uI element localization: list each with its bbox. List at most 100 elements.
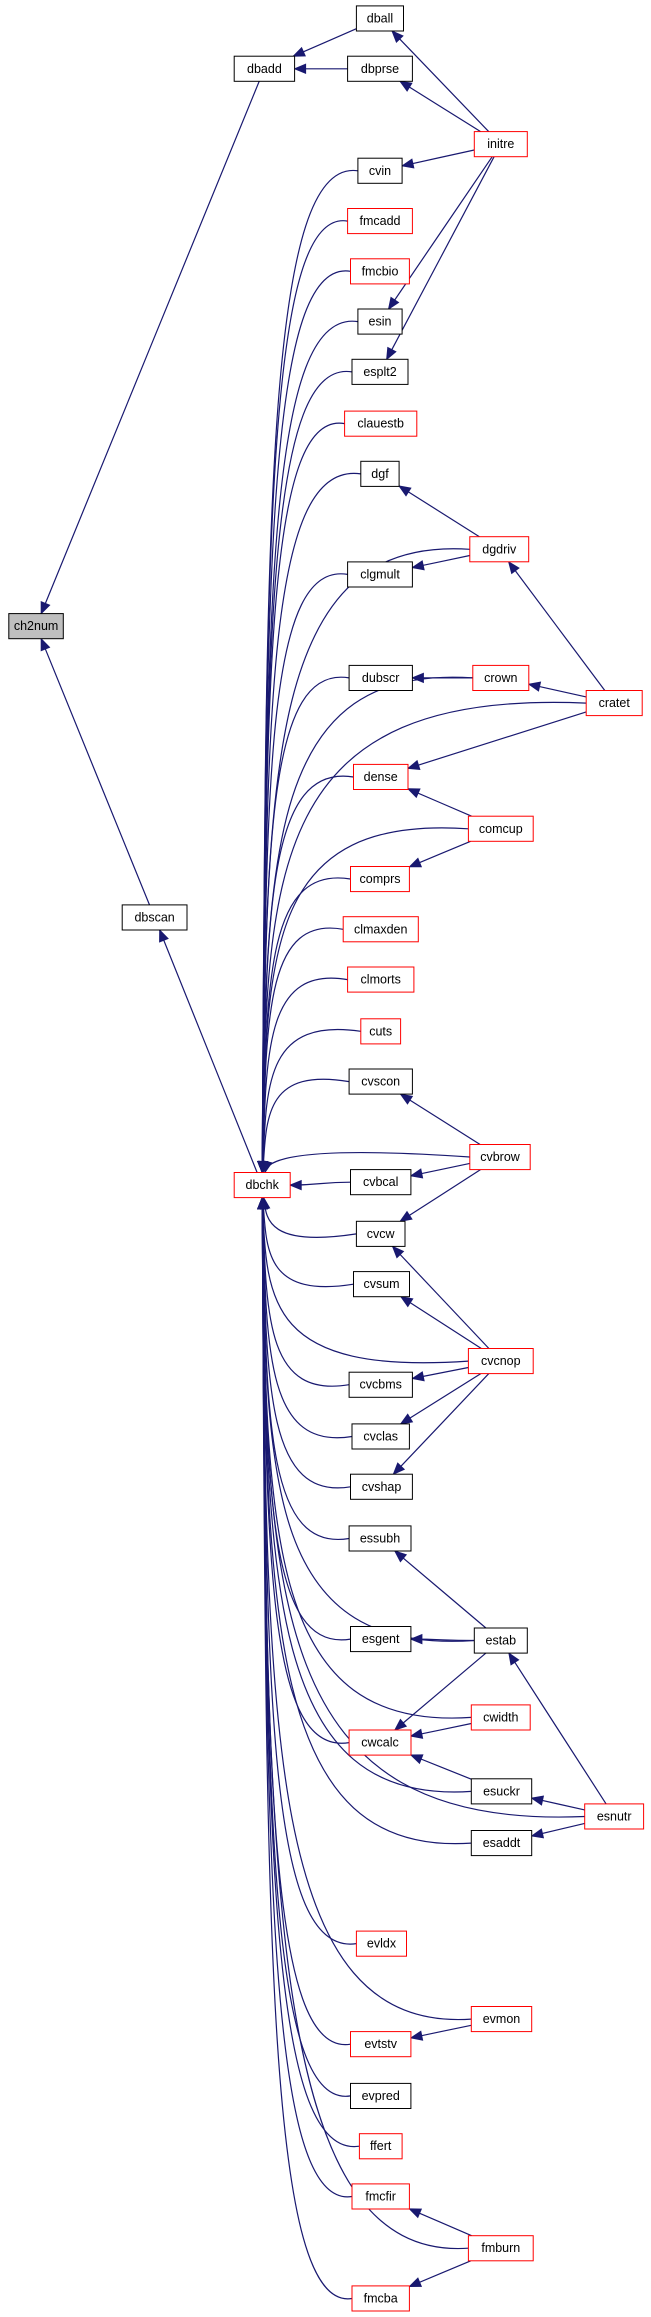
node-dubscr[interactable]: dubscr [348, 664, 413, 692]
node-cvcw[interactable]: cvcw [355, 1220, 406, 1247]
node-dgdriv[interactable]: dgdriv [469, 536, 530, 563]
edge-layer [40, 28, 607, 2300]
node-evpred[interactable]: evpred [350, 2082, 412, 2109]
edge-dense-to-dbchk [261, 775, 354, 1173]
node-cvshap[interactable]: cvshap [350, 1473, 413, 1500]
node-clauestb[interactable]: clauestb [344, 410, 418, 437]
node-crown[interactable]: crown [472, 664, 530, 692]
node-label-fmcadd: fmcadd [360, 214, 401, 228]
node-essubh[interactable]: essubh [348, 1525, 412, 1552]
node-label-comcup: comcup [479, 822, 523, 836]
node-box-dball [355, 5, 404, 32]
node-box-esgent [350, 1626, 412, 1653]
node-cvcbms[interactable]: cvcbms [348, 1371, 413, 1398]
node-cratet[interactable]: cratet [585, 690, 643, 717]
node-dbadd[interactable]: dbadd [233, 55, 296, 82]
node-clmaxden[interactable]: clmaxden [342, 916, 419, 943]
edge-cvclas-to-dbchk [261, 1197, 353, 1439]
node-label-cvbcal: cvbcal [363, 1175, 398, 1189]
node-box-dbprse [347, 55, 413, 82]
node-fmcadd[interactable]: fmcadd [347, 208, 413, 235]
node-comprs[interactable]: comprs [350, 866, 410, 893]
node-esplt2[interactable]: esplt2 [351, 358, 409, 385]
node-initre[interactable]: initre [473, 131, 528, 158]
node-evtstv[interactable]: evtstv [350, 2031, 412, 2058]
edge-dbscan-to-ch2num [40, 638, 151, 906]
node-cvin[interactable]: cvin [357, 157, 403, 184]
node-esnutr[interactable]: esnutr [584, 1803, 645, 1830]
node-clgmult[interactable]: clgmult [347, 561, 413, 588]
node-dgf[interactable]: dgf [360, 460, 400, 487]
node-dense[interactable]: dense [353, 763, 409, 791]
edge-cratet-to-dgdriv [508, 561, 606, 691]
node-box-dubscr [348, 664, 413, 692]
node-ch2num[interactable]: ch2num [8, 613, 64, 640]
node-ffert[interactable]: ffert [358, 2133, 403, 2160]
node-label-dbscan: dbscan [134, 911, 174, 925]
node-label-cvclas: cvclas [363, 1430, 398, 1444]
node-label-dense: dense [364, 770, 398, 784]
node-fmcba[interactable]: fmcba [351, 2285, 410, 2312]
node-cvclas[interactable]: cvclas [351, 1423, 410, 1450]
node-comcup[interactable]: comcup [467, 815, 534, 842]
edge-dbadd-to-ch2num [40, 81, 260, 614]
node-label-dbadd: dbadd [247, 62, 282, 76]
edge-cvcnop-to-cvshap [392, 1373, 490, 1475]
node-cwidth[interactable]: cwidth [470, 1704, 531, 1731]
node-box-estab [473, 1627, 528, 1654]
node-dbscan[interactable]: dbscan [121, 904, 188, 931]
node-clmorts[interactable]: clmorts [347, 966, 415, 993]
edge-clmaxden-to-dbchk [261, 927, 344, 1173]
node-cvscon[interactable]: cvscon [348, 1068, 413, 1095]
node-dbchk[interactable]: dbchk [233, 1172, 291, 1199]
arrowhead-cvbrow-to-dbchk [262, 1160, 273, 1174]
node-fmburn[interactable]: fmburn [467, 2235, 534, 2262]
node-dbprse[interactable]: dbprse [347, 55, 413, 82]
node-label-fmcfir: fmcfir [365, 2190, 396, 2204]
node-label-dbchk: dbchk [246, 1178, 280, 1192]
node-cvcnop[interactable]: cvcnop [467, 1348, 534, 1375]
node-label-evpred: evpred [362, 2089, 400, 2103]
node-dball[interactable]: dball [355, 5, 404, 32]
node-box-dbchk [233, 1172, 291, 1199]
node-label-cvcnop: cvcnop [481, 1354, 521, 1368]
node-estab[interactable]: estab [473, 1627, 528, 1654]
arrowhead-dgdriv-to-clgmult [411, 560, 425, 571]
node-cvbcal[interactable]: cvbcal [350, 1169, 412, 1196]
node-box-fmburn [467, 2235, 534, 2262]
node-cvsum[interactable]: cvsum [353, 1271, 410, 1298]
arrowhead-cvbrow-to-cvbcal [409, 1168, 424, 1179]
node-box-dgdriv [469, 536, 530, 563]
edge-estab-to-dbchk [261, 1197, 475, 1642]
node-label-dgdriv: dgdriv [482, 542, 517, 556]
node-box-esplt2 [351, 358, 409, 385]
node-evldx[interactable]: evldx [355, 1930, 407, 1957]
node-esuckr[interactable]: esuckr [470, 1778, 533, 1805]
node-label-esnutr: esnutr [597, 1810, 632, 1824]
node-cuts[interactable]: cuts [360, 1018, 402, 1045]
arrowhead-estab-to-essubh [393, 1550, 408, 1563]
node-cwcalc[interactable]: cwcalc [348, 1729, 412, 1756]
arrowhead-dbprse-to-dbadd [293, 63, 307, 75]
arrowhead-fmburn-to-fmcfir [408, 2208, 423, 2219]
node-label-ffert: ffert [370, 2139, 392, 2153]
node-label-fmburn: fmburn [481, 2241, 520, 2255]
node-fmcfir[interactable]: fmcfir [351, 2183, 410, 2210]
node-label-crown: crown [484, 671, 517, 685]
node-label-dgf: dgf [371, 467, 389, 481]
node-box-crown [472, 664, 530, 692]
edge-initre-to-dbprse [399, 80, 481, 133]
node-box-cvscon [348, 1068, 413, 1095]
node-evmon[interactable]: evmon [470, 2006, 533, 2033]
node-esgent[interactable]: esgent [350, 1626, 412, 1653]
node-esaddt[interactable]: esaddt [470, 1830, 533, 1857]
node-layer: ch2num dbadd dball dbprse initre dbscan dbchk c… [8, 5, 645, 2312]
arrowhead-evmon-to-evtstv [409, 2030, 424, 2041]
node-fmcbio[interactable]: fmcbio [350, 258, 410, 285]
node-cvbrow[interactable]: cvbrow [469, 1144, 531, 1171]
edge-evmon-to-dbchk [261, 1197, 472, 2021]
edge-dbchk-to-dbscan [159, 929, 258, 1173]
node-esin[interactable]: esin [357, 308, 403, 335]
node-label-cuts: cuts [369, 1024, 392, 1038]
